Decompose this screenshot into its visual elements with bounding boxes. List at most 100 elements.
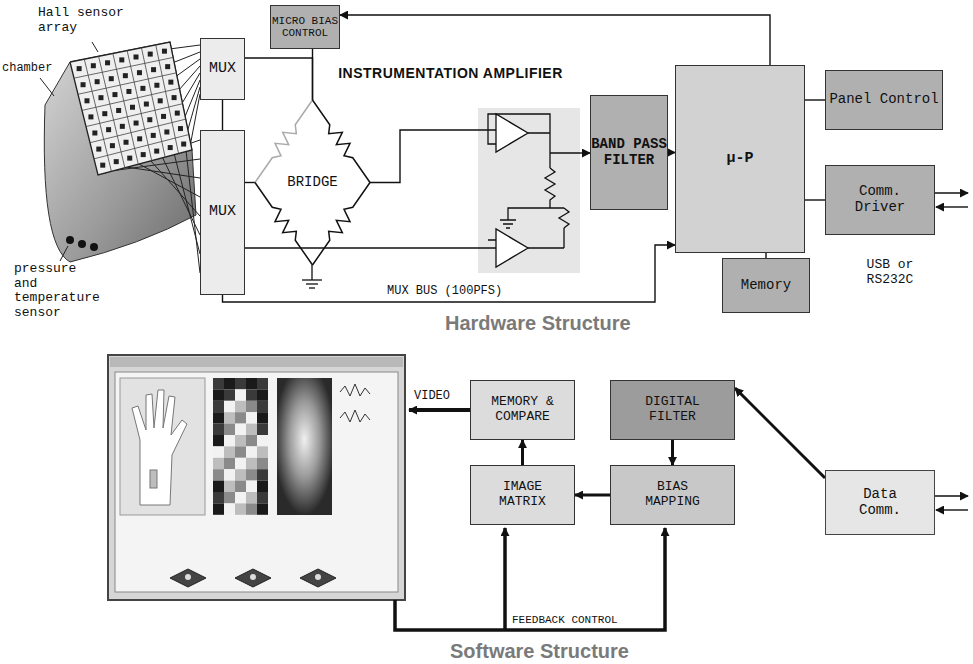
pixel-cell [235, 412, 246, 423]
pixel-cell [224, 492, 235, 503]
pixel-cell [246, 412, 257, 423]
hall-sensor [137, 70, 142, 75]
hall-sensor [168, 145, 173, 150]
hall-sensor [102, 111, 107, 116]
pixel-cell [213, 412, 224, 423]
hall-sensor [105, 60, 110, 65]
pixel-cell [213, 435, 224, 446]
hall-sensor [98, 95, 103, 100]
block-label: MICRO BIAS CONTROL [271, 15, 339, 40]
block-label: DIGITAL FILTER [633, 395, 713, 424]
wire [177, 59, 200, 76]
pixel-cell [257, 378, 268, 389]
connector [671, 440, 674, 465]
pixel-cell [213, 492, 224, 503]
leader-line [60, 246, 68, 261]
pixel-cell [257, 492, 268, 503]
panel-box: Panel Control [825, 70, 943, 130]
drawing-part [309, 287, 315, 288]
wire [171, 45, 200, 49]
hall-sensor [141, 152, 146, 157]
resistor-symbol [255, 183, 313, 266]
connector [245, 247, 478, 248]
drawing-part [108, 355, 405, 600]
drawing-part [478, 114, 580, 267]
feedback-control-lines [395, 528, 665, 630]
drawing-part [503, 528, 507, 630]
text-holder: MUX [209, 204, 236, 221]
pixel-cell [235, 469, 246, 480]
drawing-part [110, 357, 403, 367]
pixel-cell [213, 503, 224, 514]
pixel-cell [213, 401, 224, 412]
wire [191, 94, 200, 143]
drawing-part [395, 528, 665, 630]
hall-sensor [106, 127, 111, 132]
video-arrow [409, 410, 470, 411]
pixel-cell [257, 458, 268, 469]
hall-sensor [154, 149, 159, 154]
connector [580, 152, 590, 153]
pixel-cell [257, 435, 268, 446]
pixel-cell [235, 458, 246, 469]
pixel-cell [235, 389, 246, 400]
pixel-cell [235, 424, 246, 435]
hall-sensor [175, 111, 180, 116]
mux-box: MUX [200, 38, 245, 100]
pixel-cell [246, 458, 257, 469]
hall-sensor [116, 108, 121, 113]
connector [575, 494, 610, 497]
hall-sensor [84, 98, 89, 103]
text-holder: BIAS MAPPING [633, 480, 713, 509]
pressure-sensor-dot [78, 240, 86, 248]
resistor-symbol [508, 168, 569, 228]
pixel-cell [246, 424, 257, 435]
pixel-cell [257, 481, 268, 492]
pixel-cell [235, 446, 246, 457]
drawing-part [311, 265, 312, 280]
hall-sensor [77, 66, 82, 71]
section-heading: Hardware Structure [445, 312, 775, 334]
connector [340, 15, 770, 65]
drawing-part [302, 279, 322, 280]
block-label: BAND PASS FILTER [591, 137, 667, 168]
hall-sensor [140, 86, 145, 91]
block-label: μ-P [726, 151, 753, 168]
pixel-cell [246, 492, 257, 503]
hall-sensor [151, 67, 156, 72]
screen-window [108, 355, 405, 600]
op-amp-circuit [478, 108, 580, 273]
hall-sensor [127, 156, 132, 161]
pixel-cell [224, 378, 235, 389]
hall-sensor [172, 95, 177, 100]
pixel-cell [257, 424, 268, 435]
drawing-part [306, 283, 318, 284]
block-label: Panel Control [829, 92, 938, 108]
process-box: MEMORY & COMPARE [470, 380, 575, 440]
drawing-part [936, 509, 968, 510]
wire [182, 73, 200, 103]
hall-sensor [161, 114, 166, 119]
pixel-cell [224, 435, 235, 446]
pixel-cell [213, 424, 224, 435]
block-label: Data Comm. [850, 487, 910, 518]
hall-sensor [164, 129, 169, 134]
pixel-cell [224, 503, 235, 514]
connector [735, 388, 825, 478]
pixel-cell [257, 412, 268, 423]
hall-sensor [134, 54, 139, 59]
pressure-sensor-dot [66, 236, 74, 244]
hall-sensor [165, 64, 170, 69]
sensor-board [70, 42, 192, 175]
amp-wiring [478, 114, 580, 248]
hall-sensor [168, 80, 173, 85]
drawing-part [409, 408, 470, 412]
block-label: Comm. Driver [844, 184, 916, 215]
pixel-cell [224, 446, 235, 457]
port-label: USB or RS232C [855, 258, 925, 287]
hall-sensor [112, 92, 117, 97]
connector [245, 58, 313, 100]
pixel-cell [235, 503, 246, 514]
